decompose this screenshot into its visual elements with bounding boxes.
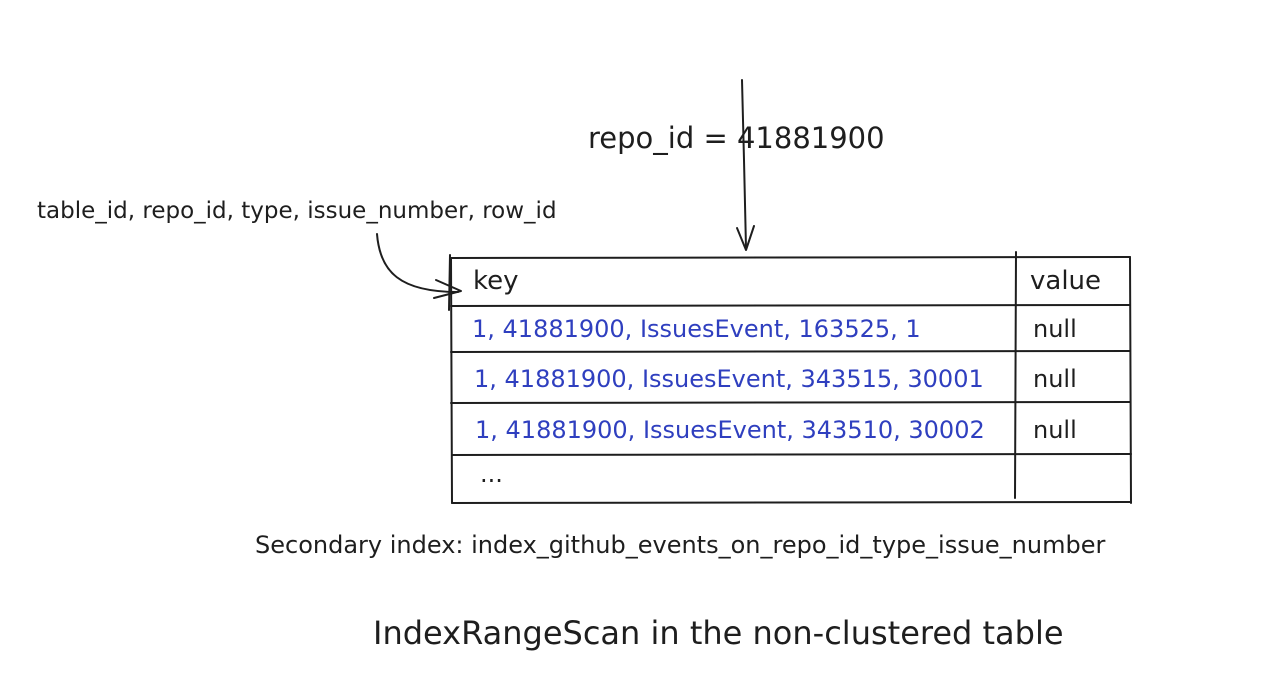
table-row-value: null <box>1033 315 1077 343</box>
table-row-value: null <box>1033 416 1077 444</box>
table-header-value: value <box>1030 266 1102 296</box>
diagram-caption: IndexRangeScan in the non-clustered tabl… <box>373 614 1064 652</box>
table-row-key: 1, 41881900, IssuesEvent, 163525, 1 <box>472 315 921 343</box>
key-columns-arrow-shaft <box>376 233 459 293</box>
index-name-label: Secondary index: index_github_events_on_… <box>255 531 1106 559</box>
key-columns-arrow-head <box>433 279 462 299</box>
table-grid <box>448 251 1132 504</box>
key-columns-label: table_id, repo_id, type, issue_number, r… <box>37 198 557 224</box>
scan-arrow-shaft <box>741 79 747 249</box>
table-row-ellipsis: ... <box>480 460 503 488</box>
table-header-key: key <box>473 266 519 296</box>
table-row-key: 1, 41881900, IssuesEvent, 343510, 30002 <box>475 416 985 444</box>
table-row-key: 1, 41881900, IssuesEvent, 343515, 30001 <box>474 365 984 393</box>
scan-predicate-label: repo_id = 41881900 <box>588 121 885 155</box>
table-row-value: null <box>1033 365 1077 393</box>
scan-arrow-head <box>736 225 755 251</box>
